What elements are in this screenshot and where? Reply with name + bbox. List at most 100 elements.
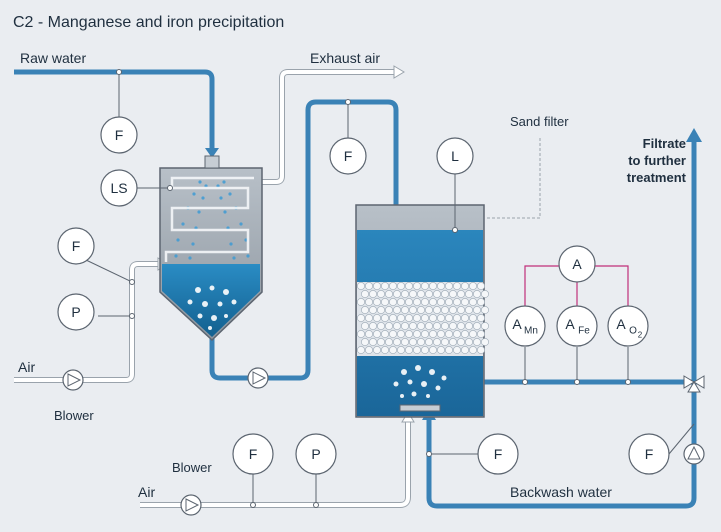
sand-grain	[357, 346, 365, 354]
sand-grain	[477, 282, 485, 290]
instrument-level-switch: LS	[100, 169, 138, 207]
sand-grain	[397, 330, 405, 338]
instrument-oxygen-analyzer: A O 2	[607, 305, 649, 347]
sand-grain	[413, 282, 421, 290]
sand-grain	[369, 306, 377, 314]
instrument-lines	[85, 72, 695, 505]
sand-grain	[381, 346, 389, 354]
sand-grain	[365, 346, 373, 354]
sand-grain	[421, 346, 429, 354]
sand-grain	[449, 290, 457, 298]
sand-grain	[373, 298, 381, 306]
sand-grain	[385, 338, 393, 346]
sand-grain	[361, 290, 369, 298]
sand-grain	[473, 306, 481, 314]
sand-grain	[461, 282, 469, 290]
sand-grain	[453, 282, 461, 290]
instrument-bottom-air-flow: F	[232, 433, 274, 475]
svg-text:A: A	[512, 316, 522, 332]
svg-text:Mn: Mn	[524, 326, 538, 337]
sand-grain	[401, 322, 409, 330]
sand-grain	[441, 322, 449, 330]
sand-grain	[465, 290, 473, 298]
sand-grain	[441, 306, 449, 314]
backwash-pump	[683, 443, 705, 465]
blower-top	[62, 369, 84, 391]
sand-grain	[437, 298, 445, 306]
sand-grain	[449, 338, 457, 346]
sand-grain	[373, 282, 381, 290]
sand-grain	[357, 314, 365, 322]
instrument-air-flow: F	[57, 227, 95, 265]
filtrate-label-line1: Filtrate	[643, 136, 686, 151]
svg-text:F: F	[645, 446, 654, 462]
sand-grain	[393, 338, 401, 346]
sand-grain	[393, 290, 401, 298]
raw-water-arrow	[205, 148, 219, 158]
transfer-pump	[247, 367, 269, 389]
backwash-water-label: Backwash water	[510, 484, 612, 500]
sand-grain	[421, 314, 429, 322]
sand-grain	[361, 322, 369, 330]
blower-label-bottom: Blower	[172, 460, 212, 475]
sand-grain	[453, 298, 461, 306]
air-label-top: Air	[18, 359, 35, 375]
sand-grain	[457, 338, 465, 346]
instrument-raw-water-flow: F	[100, 116, 138, 154]
sand-grain	[369, 338, 377, 346]
sand-grain	[405, 282, 413, 290]
svg-text:F: F	[115, 127, 124, 143]
sand-grain	[365, 314, 373, 322]
sand-grain	[377, 290, 385, 298]
sand-grain	[457, 306, 465, 314]
svg-text:F: F	[344, 148, 353, 164]
filtrate-label-line2: to further	[628, 153, 686, 168]
sand-grain	[389, 298, 397, 306]
sand-grain	[461, 314, 469, 322]
sand-grain	[397, 346, 405, 354]
tap-points	[116, 69, 631, 508]
sand-grain	[453, 314, 461, 322]
svg-text:F: F	[249, 446, 258, 462]
sand-grain	[477, 330, 485, 338]
sand-filter	[355, 165, 489, 418]
diagram-title: C2 - Manganese and iron precipitation	[13, 14, 285, 31]
sand-grain	[481, 306, 489, 314]
instrument-analyzer: A	[558, 245, 596, 283]
sand-grain	[369, 322, 377, 330]
sand-grain	[409, 290, 417, 298]
sand-grain	[433, 322, 441, 330]
sand-filter-label: Sand filter	[510, 114, 569, 129]
sand-grain	[365, 298, 373, 306]
backwash-pipe	[426, 382, 697, 509]
sand-grain	[477, 298, 485, 306]
svg-text:2: 2	[638, 331, 643, 340]
sand-grain	[401, 338, 409, 346]
sand-grain	[361, 338, 369, 346]
sand-grain	[405, 314, 413, 322]
sand-grain	[481, 290, 489, 298]
sand-grain	[429, 330, 437, 338]
sand-grain	[477, 346, 485, 354]
svg-text:A: A	[616, 316, 626, 332]
sand-grain	[473, 338, 481, 346]
sand-grain	[449, 322, 457, 330]
sand-grain	[421, 298, 429, 306]
sand-grain	[425, 322, 433, 330]
sand-grain	[417, 290, 425, 298]
sand-grain	[365, 282, 373, 290]
sand-grain	[429, 282, 437, 290]
sand-grain	[417, 338, 425, 346]
sand-grain	[405, 298, 413, 306]
sand-grain	[369, 290, 377, 298]
sand-grain	[469, 298, 477, 306]
sand-grain	[473, 322, 481, 330]
sand-filter-leader	[486, 138, 541, 219]
sand-grain	[449, 306, 457, 314]
sand-grain	[421, 330, 429, 338]
sand-grain	[445, 330, 453, 338]
svg-text:L: L	[451, 148, 459, 164]
water-pipes	[14, 69, 697, 509]
sand-grain	[433, 290, 441, 298]
